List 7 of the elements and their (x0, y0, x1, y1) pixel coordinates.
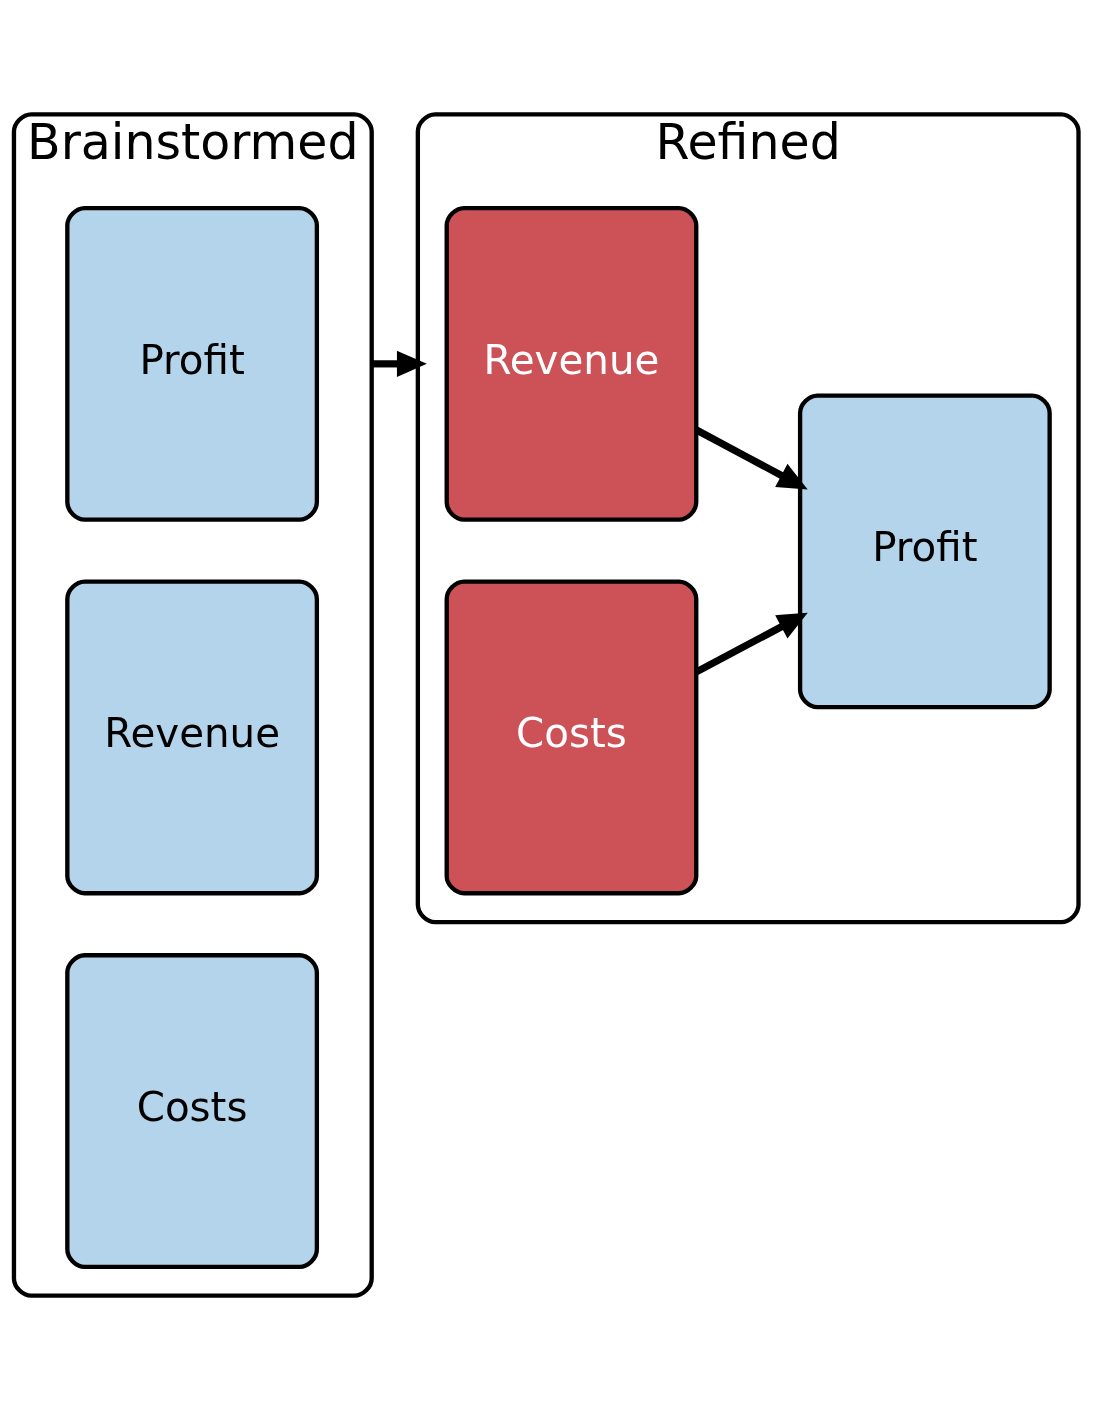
node-box: Revenue (65, 579, 320, 896)
node-box: Revenue (444, 205, 699, 522)
node-box: Costs (65, 953, 320, 1269)
arrow (371, 350, 427, 377)
node-box: Profit (797, 393, 1052, 710)
node-box: Profit (65, 205, 320, 522)
node-box: Costs (444, 579, 699, 896)
